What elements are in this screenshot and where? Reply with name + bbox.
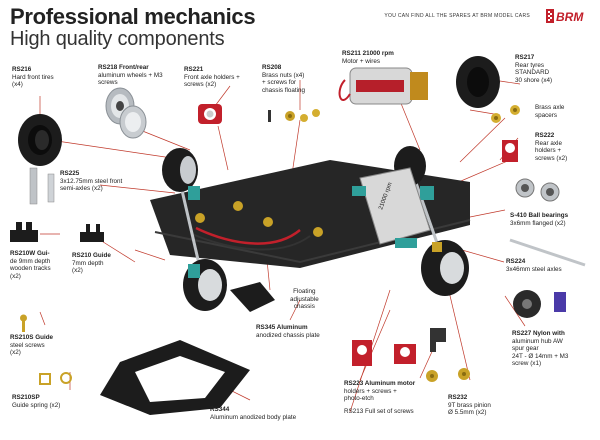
front-tire-part [18, 114, 62, 166]
front-axle-holder-part [198, 104, 222, 124]
aluminum-wheels-part [105, 87, 147, 139]
ball-bearings-part [515, 178, 560, 202]
chassis-plate-part [230, 282, 275, 312]
brm-logo: BRM [544, 7, 588, 25]
motor-holders-part [352, 328, 446, 366]
brass-nuts-part [268, 109, 320, 122]
pinion-part [426, 368, 470, 382]
semi-axles-part [29, 167, 55, 205]
motor-part [338, 67, 428, 105]
wooden-guide-part [10, 222, 38, 242]
guide-part [80, 224, 104, 242]
page-title: Professional mechanics [10, 4, 256, 29]
front-axle-assembly [162, 148, 227, 311]
header-tagline: YOU CAN FIND ALL THE SPARES AT BRM MODEL… [384, 13, 530, 19]
rear-axle-holder-part [502, 140, 518, 162]
label-rs213: RS213 Full set of screws [344, 408, 414, 415]
rear-tire-part [456, 56, 500, 108]
guide-spring-part [39, 372, 72, 385]
spur-gear-part [513, 290, 566, 318]
brass-spacers-part [491, 105, 520, 123]
rear-axle-assembly [394, 146, 469, 296]
guide-screws-part [20, 314, 27, 332]
body-plate-part [100, 340, 250, 415]
steel-axle-part [509, 238, 586, 267]
logo-text: BRM [556, 10, 584, 24]
mounted-motor: 21000 rpm [352, 167, 431, 248]
page-subtitle: High quality components [10, 28, 225, 50]
